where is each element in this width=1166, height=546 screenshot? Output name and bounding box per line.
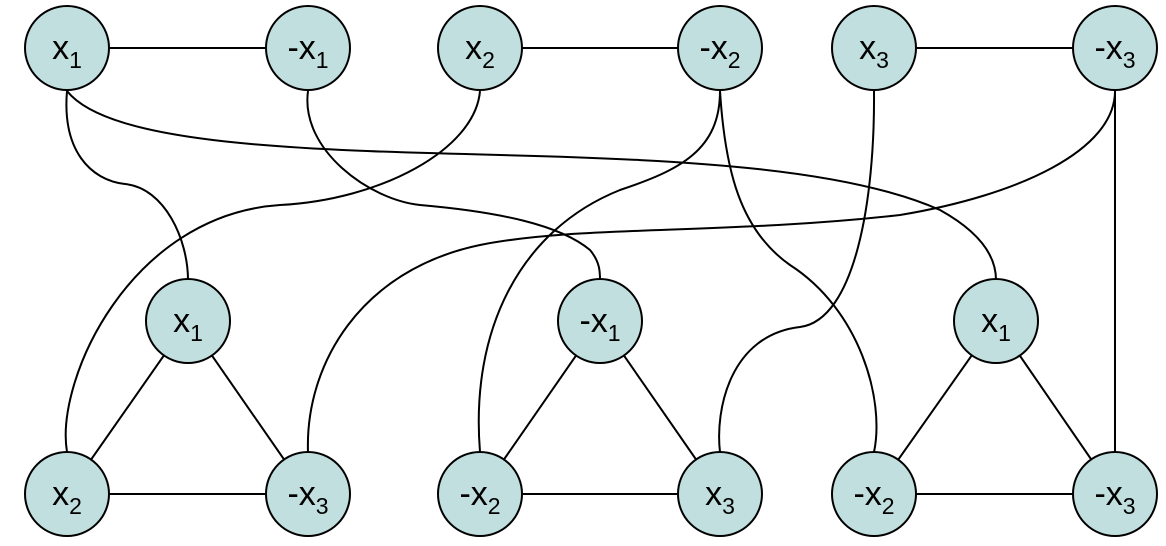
svg-text:-x2: -x2 bbox=[459, 475, 500, 519]
nodes: x1 -x1 x2 -x2 x3 bbox=[24, 5, 1158, 537]
node-t6: -x3 bbox=[1072, 5, 1158, 91]
edge-t2-b-top bbox=[306, 90, 601, 281]
node-t3: x2 bbox=[437, 5, 523, 91]
node-b-right: x3 bbox=[677, 451, 763, 537]
svg-text:-x3: -x3 bbox=[1094, 475, 1135, 519]
edge-t4-c-left bbox=[719, 90, 878, 453]
svg-text:-x3: -x3 bbox=[1094, 29, 1135, 73]
node-c-left: -x2 bbox=[831, 451, 917, 537]
svg-text:x2: x2 bbox=[465, 29, 495, 73]
svg-text:-x2: -x2 bbox=[699, 29, 740, 73]
svg-text:-x1: -x1 bbox=[579, 302, 620, 346]
node-c-right: -x3 bbox=[1072, 451, 1158, 537]
edge-t4-b-left bbox=[477, 90, 721, 453]
node-a-top: x1 bbox=[145, 278, 231, 364]
edges bbox=[64, 47, 1116, 495]
svg-text:-x1: -x1 bbox=[287, 29, 328, 73]
svg-text:x3: x3 bbox=[859, 29, 889, 73]
node-c-top: x1 bbox=[953, 278, 1039, 364]
node-t4: -x2 bbox=[677, 5, 763, 91]
node-t1: x1 bbox=[24, 5, 110, 91]
node-b-top: -x1 bbox=[557, 278, 643, 364]
node-b-left: -x2 bbox=[437, 451, 523, 537]
node-a-left: x2 bbox=[24, 451, 110, 537]
edge-t3-a-left bbox=[64, 90, 481, 453]
edge-t6-a-right bbox=[306, 90, 1116, 453]
edge-t1-c-top bbox=[66, 90, 997, 281]
svg-text:x2: x2 bbox=[52, 475, 82, 519]
node-t2: -x1 bbox=[265, 5, 351, 91]
node-t5: x3 bbox=[831, 5, 917, 91]
svg-text:-x2: -x2 bbox=[853, 475, 894, 519]
svg-text:x1: x1 bbox=[981, 302, 1011, 346]
svg-text:x1: x1 bbox=[173, 302, 203, 346]
svg-text:-x3: -x3 bbox=[287, 475, 328, 519]
svg-text:x1: x1 bbox=[52, 29, 82, 73]
node-a-right: -x3 bbox=[265, 451, 351, 537]
edge-t1-a-top bbox=[65, 90, 189, 281]
edge-t5-b-right bbox=[718, 90, 876, 453]
svg-text:x3: x3 bbox=[705, 475, 735, 519]
